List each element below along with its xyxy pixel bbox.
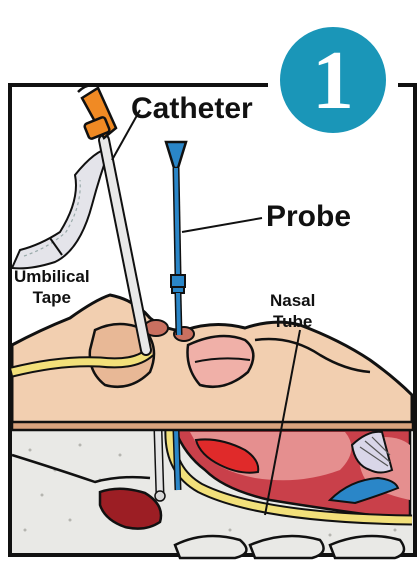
label-umbilical-tape: Umbilical Tape (14, 266, 90, 308)
label-nasal-tube-line2: Tube (270, 311, 315, 332)
step-number: 1 (277, 24, 389, 136)
label-umbilical-tape-line1: Umbilical (14, 266, 90, 287)
label-probe: Probe (266, 200, 351, 234)
label-catheter: Catheter (131, 92, 253, 126)
label-umbilical-tape-line2: Tape (14, 287, 90, 308)
cross-section (12, 425, 413, 558)
label-nasal-tube-line1: Nasal (270, 290, 315, 311)
label-nasal-tube: Nasal Tube (270, 290, 315, 332)
